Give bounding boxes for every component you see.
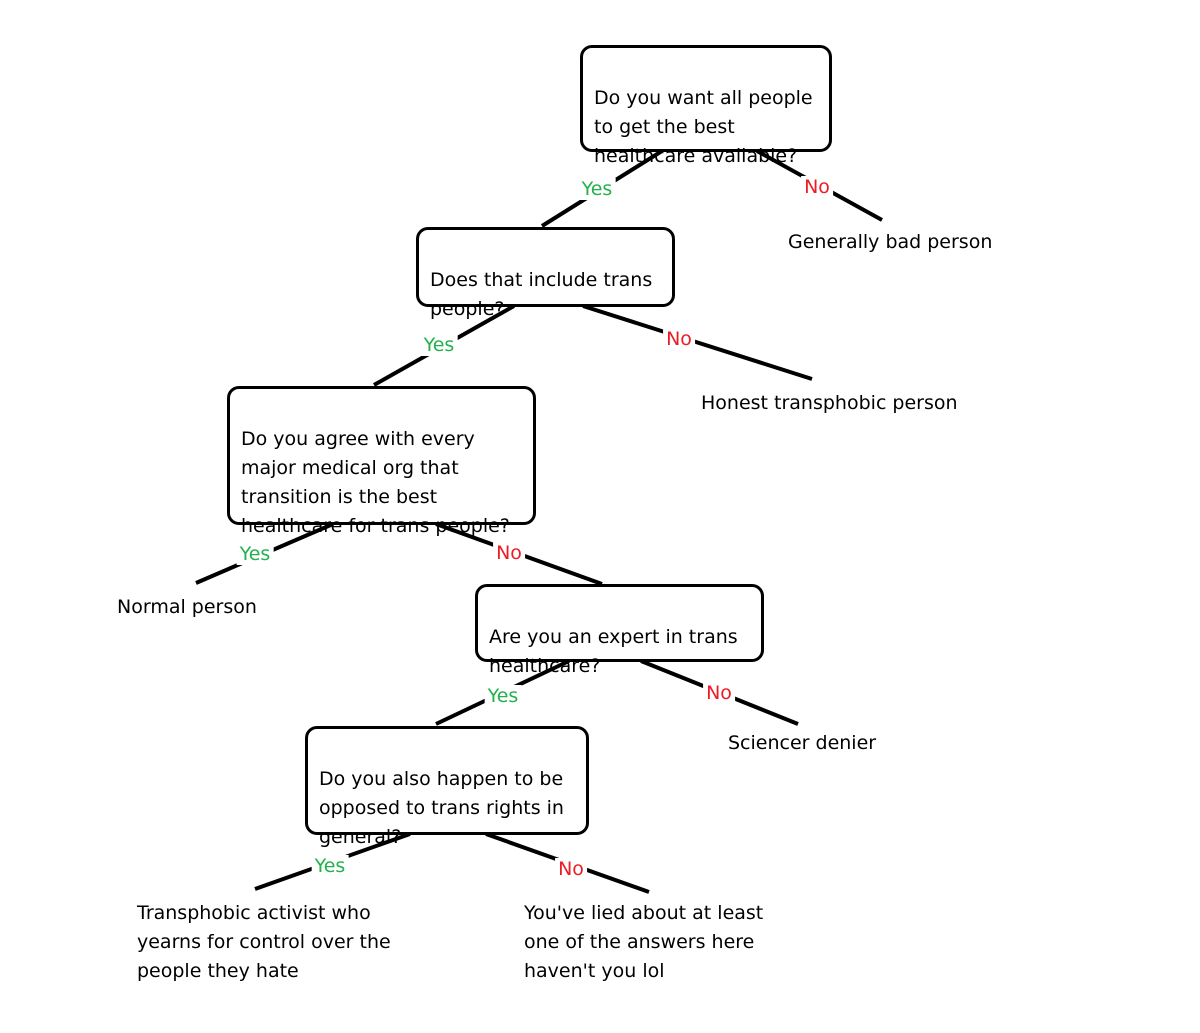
question-text: Do you agree with every major medical or… — [241, 428, 510, 537]
edge-label-no: No — [801, 176, 833, 198]
question-box-opposed-to-rights: Do you also happen to be opposed to tran… — [305, 726, 589, 848]
edge-label-no: No — [555, 858, 587, 880]
outcome-normal-person: Normal person — [117, 596, 257, 618]
edge-q2-no — [582, 304, 813, 381]
question-text: Do you want all people to get the best h… — [594, 87, 813, 167]
outcome-science-denier: Sciencer denier — [728, 732, 877, 754]
edge-label-no: No — [663, 328, 695, 350]
question-box-healthcare-for-all: Do you want all people to get the best h… — [580, 45, 832, 167]
question-text: Do you also happen to be opposed to tran… — [319, 768, 564, 848]
edge-label-yes: Yes — [484, 685, 522, 707]
question-box-include-trans: Does that include trans people? — [416, 227, 675, 320]
outcome-honest-transphobic-person: Honest transphobic person — [701, 392, 958, 414]
outcome-generally-bad-person: Generally bad person — [788, 231, 993, 253]
edge-label-no: No — [493, 542, 525, 564]
question-text: Does that include trans people? — [430, 269, 653, 320]
edge-label-yes: Yes — [311, 855, 349, 877]
edge-label-yes: Yes — [578, 178, 616, 200]
question-box-expert: Are you an expert in trans healthcare? — [475, 584, 764, 677]
outcome-lied: You've lied about at least one of the an… — [524, 902, 764, 982]
question-text: Are you an expert in trans healthcare? — [489, 626, 738, 677]
edge-label-no: No — [703, 682, 735, 704]
question-box-medical-consensus: Do you agree with every major medical or… — [227, 386, 536, 537]
outcome-transphobic-activist: Transphobic activist who yearns for cont… — [137, 902, 391, 982]
edge-label-yes: Yes — [420, 334, 458, 356]
edge-label-yes: Yes — [236, 543, 274, 565]
